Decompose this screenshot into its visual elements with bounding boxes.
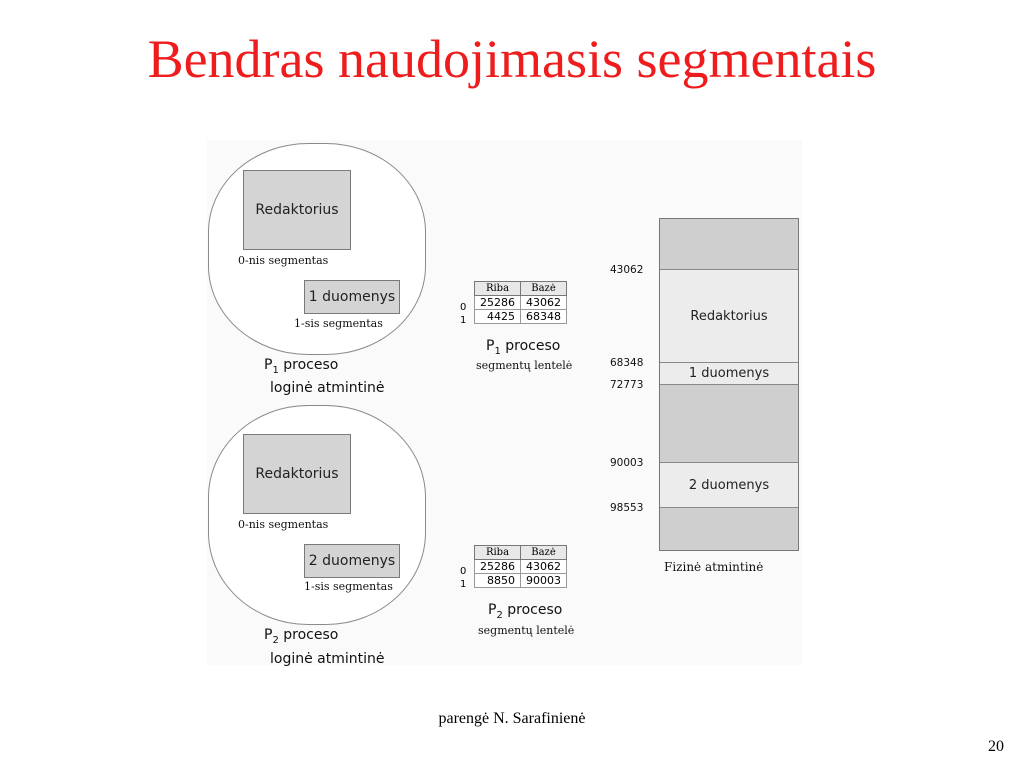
page-number: 20	[988, 738, 1004, 755]
free-block	[660, 508, 798, 550]
data2-block: 2 duomenys	[660, 463, 798, 508]
p2-process-index: 2	[272, 635, 279, 646]
p2-table-process-word: proceso	[507, 602, 563, 618]
address-label: 43062	[610, 264, 644, 276]
p2-segment0-caption: 0-nis segmentas	[238, 518, 329, 531]
p2-table-header-baze: Bazė	[520, 545, 567, 560]
physical-memory-caption: Fizinė atmintinė	[664, 560, 764, 574]
p2-table-cell: 8850	[474, 573, 521, 588]
address-label: 68348	[610, 357, 644, 369]
p1-table-header-baze: Bazė	[520, 281, 567, 296]
p1-table-cell: 43062	[520, 295, 567, 310]
p1-table-cell: 68348	[520, 309, 567, 324]
p1-table-cell: 4425	[474, 309, 521, 324]
p1-table-row0-index: 0	[460, 302, 467, 313]
p2-editor-segment: Redaktorius	[243, 434, 351, 514]
p2-logical-caption-line1: P2 proceso	[264, 627, 339, 646]
p2-segment-table: Riba Bazė 25286 43062 8850 90003	[474, 545, 567, 588]
p2-table-process-index: 2	[496, 610, 503, 621]
address-label: 98553	[610, 502, 644, 514]
p1-logical-caption-line1: P1 proceso	[264, 357, 339, 376]
p2-process-word: proceso	[283, 627, 339, 643]
editor-block-label: Redaktorius	[690, 308, 768, 324]
p2-data-segment: 2 duomenys	[304, 544, 400, 578]
p1-process-letter: P	[264, 357, 273, 373]
table-row: 25286 43062	[474, 295, 567, 310]
p1-process-index: 1	[272, 365, 279, 376]
data2-block-label: 2 duomenys	[688, 477, 770, 493]
p1-process-word: proceso	[283, 357, 339, 373]
p1-editor-segment: Redaktorius	[243, 170, 351, 250]
free-block	[660, 385, 798, 463]
p1-table-caption-line1: P1 proceso	[486, 338, 561, 357]
table-row: 8850 90003	[474, 573, 567, 588]
data1-block-label: 1 duomenys	[688, 366, 770, 381]
p1-table-process-word: proceso	[505, 338, 561, 354]
editor-block: Redaktorius	[660, 270, 798, 363]
p2-logical-caption-line2: loginė atmintinė	[270, 651, 385, 667]
p2-table-cell: 90003	[520, 573, 567, 588]
p2-table-cell: 43062	[520, 559, 567, 574]
p1-segment1-caption: 1-sis segmentas	[294, 317, 383, 330]
address-label: 90003	[610, 457, 644, 469]
p2-table-header-riba: Riba	[474, 545, 521, 560]
p1-logical-caption-line2: loginė atmintinė	[270, 380, 385, 396]
table-row: 25286 43062	[474, 559, 567, 574]
p2-table-caption-line1: P2 proceso	[488, 602, 563, 621]
p1-table-header-riba: Riba	[474, 281, 521, 296]
free-block	[660, 219, 798, 270]
data1-block: 1 duomenys	[660, 363, 798, 385]
p2-process-letter: P	[264, 627, 273, 643]
address-label: 72773	[610, 379, 644, 391]
p1-table-process-letter: P	[486, 338, 495, 354]
slide-title: Bendras naudojimasis segmentais	[147, 29, 877, 89]
p2-table-process-letter: P	[488, 602, 497, 618]
p2-table-row0-index: 0	[460, 566, 467, 577]
slide-footer: parengė N. Sarafinienė	[438, 710, 586, 727]
p2-table-caption-line2: segmentų lentelė	[478, 624, 575, 637]
p1-table-cell: 25286	[474, 295, 521, 310]
p1-segment0-caption: 0-nis segmentas	[238, 254, 329, 267]
p2-segment1-caption: 1-sis segmentas	[304, 580, 393, 593]
table-row: 4425 68348	[474, 309, 567, 324]
p2-table-cell: 25286	[474, 559, 521, 574]
physical-memory-column: Redaktorius 1 duomenys 2 duomenys	[659, 218, 799, 551]
p2-table-row1-index: 1	[460, 579, 467, 590]
p1-table-row1-index: 1	[460, 315, 467, 326]
p1-data-segment: 1 duomenys	[304, 280, 400, 314]
p1-table-process-index: 1	[494, 346, 501, 357]
p1-table-caption-line2: segmentų lentelė	[476, 359, 573, 372]
p1-segment-table: Riba Bazė 25286 43062 4425 68348	[474, 281, 567, 324]
